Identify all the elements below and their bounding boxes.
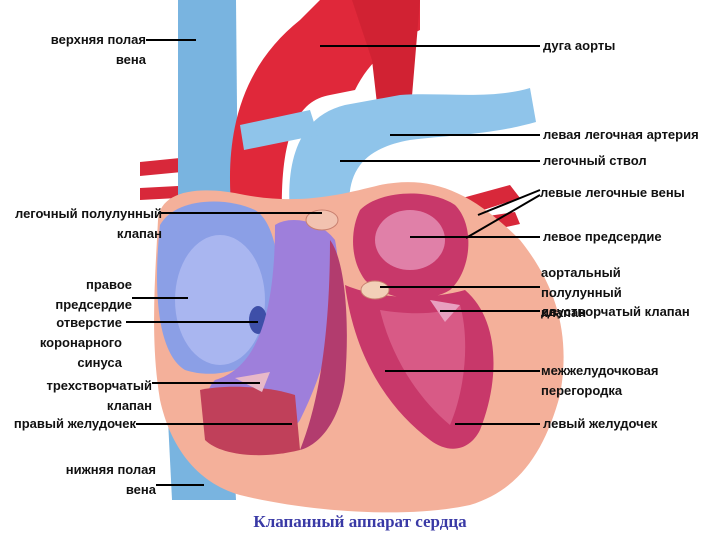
pulmonary-trunk-shape bbox=[289, 88, 536, 215]
diagram-caption: Клапанный аппарат сердца bbox=[253, 512, 467, 531]
label-tricuspid-valve: трехстворчатый клапан bbox=[46, 378, 153, 413]
aortic-valve-shape bbox=[360, 280, 390, 300]
label-superior-vena-cava: верхняя полая вена bbox=[50, 32, 146, 67]
superior-vena-cava-shape bbox=[178, 0, 238, 215]
label-aortic-arch: дуга аорты bbox=[543, 38, 616, 53]
label-inferior-vena-cava: нижняя полая вена bbox=[65, 462, 156, 497]
label-right-atrium: правое предсердие bbox=[55, 277, 132, 312]
right-pulmonary-veins-shape bbox=[140, 158, 182, 200]
right-pulmonary-artery-shape bbox=[240, 110, 318, 150]
leader-lines bbox=[126, 39, 541, 486]
left-atrium-inner-shape bbox=[375, 210, 445, 270]
septum-shape bbox=[300, 240, 347, 450]
label-pulmonary-valve: легочный полулунный клапан bbox=[14, 206, 162, 241]
left-ventricle-inner-shape bbox=[380, 305, 466, 425]
label-pulmonary-trunk: легочный ствол bbox=[543, 153, 647, 168]
label-coronary-sinus-opening: отверстие коронарного синуса bbox=[39, 315, 122, 370]
label-bicuspid-valve: двустворчатый клапан bbox=[541, 304, 690, 319]
label-left-pulmonary-veins: левые легочные вены bbox=[540, 185, 685, 200]
label-left-atrium: левое предсердие bbox=[543, 229, 662, 244]
pulmonary-valve-shape bbox=[305, 209, 339, 231]
label-aortic-valve: аортальный полулунный клапан bbox=[541, 265, 622, 320]
label-right-ventricle: правый желудочек bbox=[13, 416, 136, 431]
label-interventricular-septum: межжелудочковая перегородка bbox=[541, 363, 659, 398]
label-left-ventricle: левый желудочек bbox=[543, 416, 658, 431]
label-left-pulmonary-artery: левая легочная артерия bbox=[543, 127, 699, 142]
right-atrium-inner-shape bbox=[175, 235, 265, 365]
right-ventricle-muscle-shape bbox=[200, 386, 300, 456]
